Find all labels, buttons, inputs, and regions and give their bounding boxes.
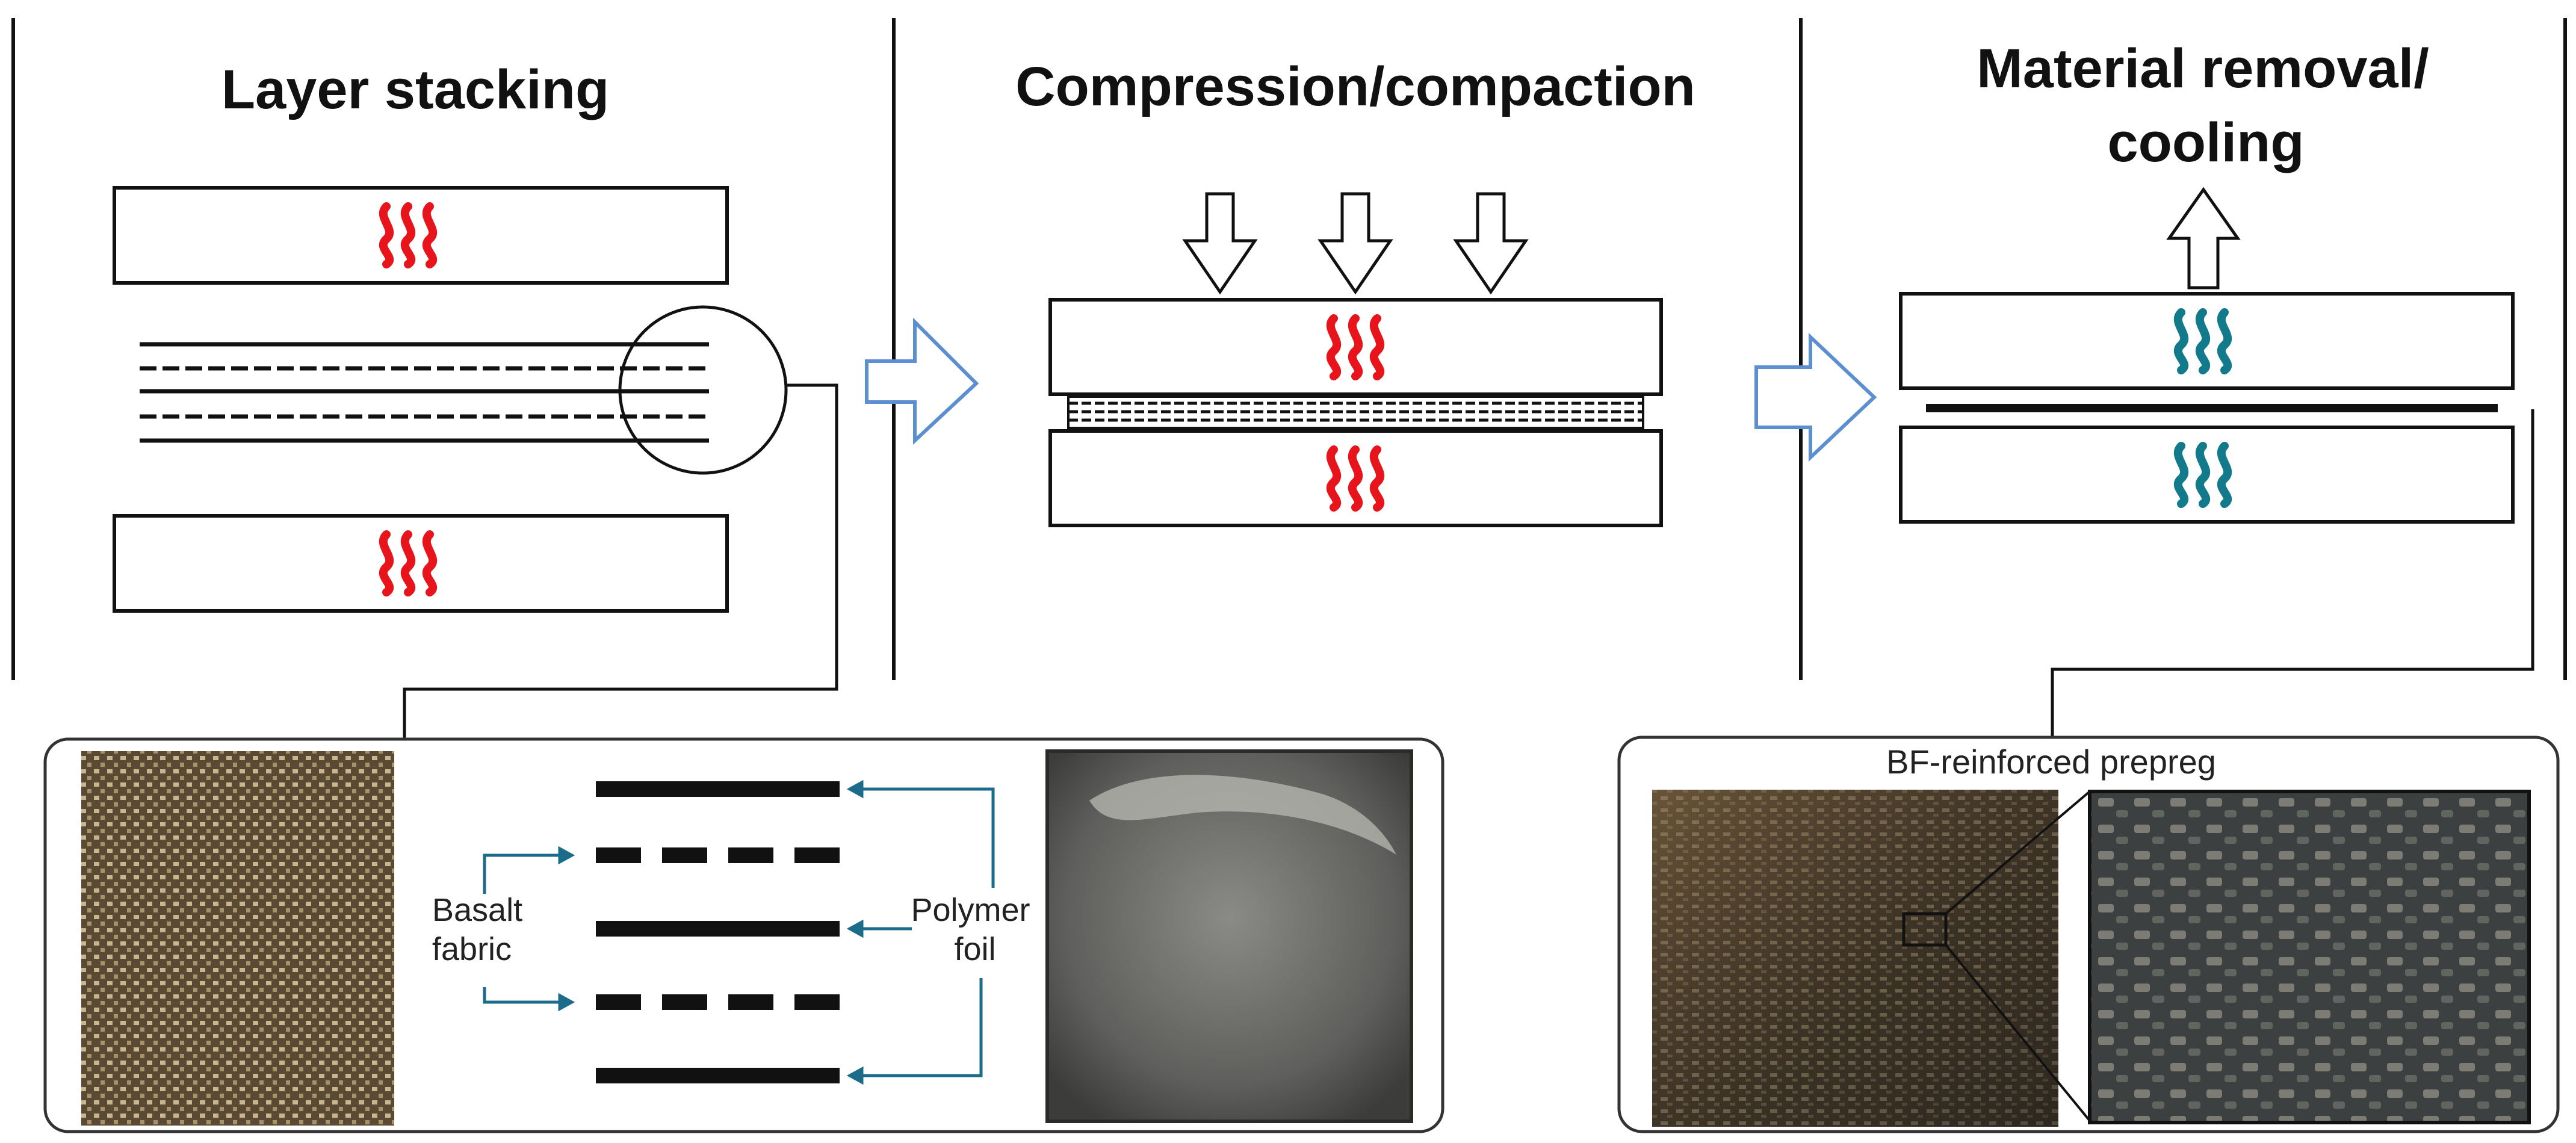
heat-waves-icon [1326,445,1385,512]
wave-stroke [1369,314,1385,380]
wave-stroke [1326,445,1342,512]
prepreg-photo [1652,790,2058,1127]
cooling-waves-icon [2173,442,2232,508]
wave-stroke [2217,308,2232,374]
down-arrow-icon [1317,192,1393,295]
prepreg-leader-line [2051,409,2534,737]
stage-1-title: Layer stacking [221,59,609,120]
layer-stack [140,342,709,443]
prepreg-caption: BF-reinforced prepreg [1886,743,2216,781]
wave-stroke [2173,308,2189,374]
inset-leader-line [403,383,838,739]
down-arrow-icon [1182,192,1258,295]
wave-stroke [2217,442,2232,508]
magnifier-circle [618,305,788,475]
layup-inset: Basalt fabric Polymer foil [43,737,1444,1133]
wave-stroke [400,530,416,596]
heat-waves-icon [1326,314,1385,380]
stage-1-bottom-plate [113,514,729,613]
compacted-stack [1067,395,1644,429]
stage-2-title: Compression/compaction [1015,56,1695,117]
basalt-fabric-label: Basalt fabric [432,892,531,967]
up-arrow-icon [2166,187,2241,290]
down-arrow-icon [1453,192,1529,295]
process-arrow-icon [1754,333,1877,462]
wave-stroke [2173,442,2189,508]
wave-stroke [400,202,416,268]
basalt-fabric-photo [81,751,394,1126]
zoom-connector-bottom [1945,944,2091,1122]
zoom-connector-top [1945,790,2091,915]
press-arrows [1182,192,1529,295]
heat-waves-icon [379,202,438,268]
wave-stroke [1369,445,1385,512]
wave-stroke [379,202,394,268]
stage-1-top-plate [113,186,729,285]
stage-3-top-plate [1899,292,2515,390]
stage-3-title-line-2: cooling [2107,112,2304,173]
wave-stroke [1326,314,1342,380]
wave-stroke [379,530,394,596]
wave-stroke [422,530,438,596]
stage-3-title-line-1: Material removal/ [1977,38,2429,99]
polymer-foil-label: Polymer foil [911,892,1039,967]
wave-stroke [2195,308,2211,374]
prepreg-zoom-photo [2088,790,2531,1124]
wave-stroke [2195,442,2211,508]
polymer-foil-pointer [846,779,995,1085]
wave-stroke [1348,445,1363,512]
stage-3-bottom-plate [1899,426,2515,524]
zoom-region-marker [1902,912,1948,947]
basalt-fabric-pointer [483,846,575,1012]
process-arrow-icon [865,317,979,445]
polymer-foil-photo [1045,749,1413,1123]
heat-waves-icon [379,530,438,596]
stage-2-top-plate [1048,298,1663,396]
prepreg-inset: BF-reinforced prepreg [1617,736,2560,1133]
wave-stroke [422,202,438,268]
cooling-waves-icon [2173,308,2232,374]
stage-2-bottom-plate [1048,429,1663,527]
wave-stroke [1348,314,1363,380]
layup-schematic [596,781,840,1083]
